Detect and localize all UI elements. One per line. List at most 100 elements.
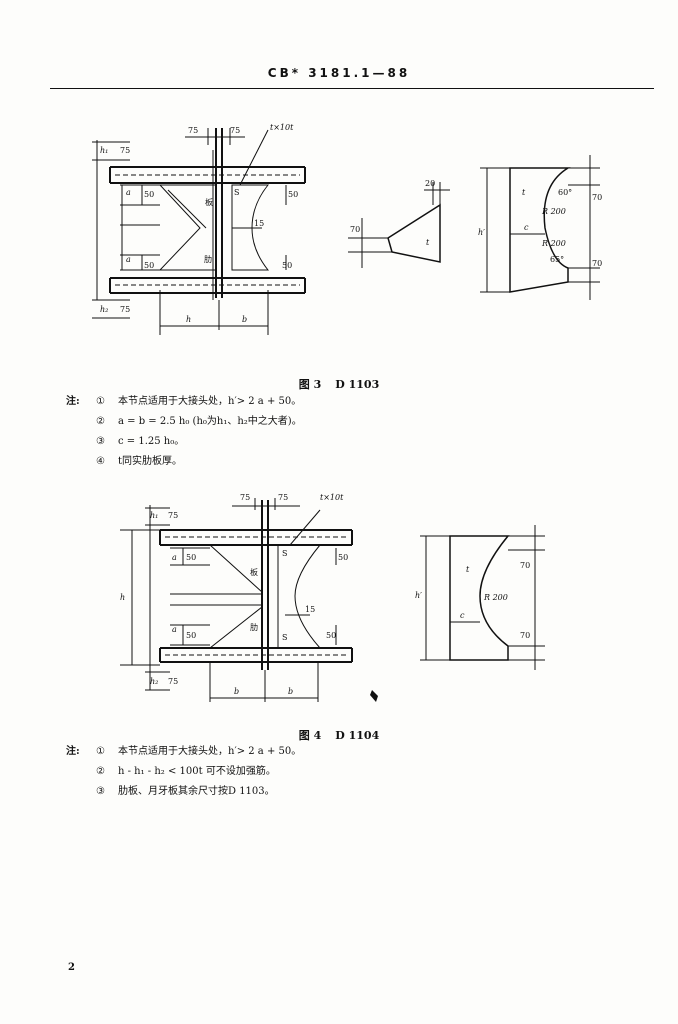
- triangle-detail: 20 70 t: [348, 179, 450, 268]
- note-row: ③ 肋板、月牙板其余尺寸按D 1103。: [66, 782, 301, 802]
- page-number: 2: [68, 962, 75, 973]
- h1-label: h₁: [100, 146, 108, 155]
- dim-75-top: 75: [120, 146, 130, 155]
- dim-70-bottom: 70: [520, 631, 530, 640]
- crescent-plate: [277, 544, 322, 649]
- b-left-label: b: [234, 687, 239, 696]
- a-top-label: a: [126, 188, 131, 197]
- bottom-flange: [109, 277, 306, 294]
- c-label: c: [460, 611, 465, 620]
- plate-size-label: t×10t: [270, 123, 294, 132]
- ink-blot: [370, 690, 378, 702]
- dim-50-top-right: 50: [288, 190, 298, 199]
- note-mark: ③: [96, 436, 105, 447]
- lei-label: 肋: [204, 254, 212, 264]
- dim-75-right: 75: [278, 493, 288, 502]
- h-label: h: [186, 315, 191, 324]
- plate-size-label: t×10t: [320, 493, 344, 502]
- dim-75-right: 75: [230, 126, 240, 135]
- notes-lead: 注:: [66, 746, 80, 757]
- figure-4-caption: 图 4 D 1104: [0, 727, 678, 743]
- left-bracket-top: [208, 544, 263, 594]
- note-mark: ②: [96, 416, 105, 427]
- b-right-label: b: [288, 687, 293, 696]
- note-text: c = 1.25 h₀。: [118, 436, 185, 447]
- note-row: ② a = b = 2.5 h₀ (h₀为h₁、h₂中之大者)。: [66, 412, 302, 432]
- t-label: t: [466, 565, 470, 574]
- top-flange: [109, 166, 306, 184]
- figure-4-code: D 1104: [335, 729, 380, 742]
- h1-label: h₁: [150, 511, 158, 520]
- figure-4-label: 图 4: [298, 729, 322, 742]
- dim-50-bottom-right: 50: [326, 631, 336, 640]
- note-mark: ①: [96, 396, 105, 407]
- r200-label: R 200: [483, 593, 508, 602]
- left-bracket-bottom: [208, 605, 263, 649]
- dim-50-bottom-right: 50: [282, 261, 292, 270]
- note-text: t同实肋板厚。: [118, 456, 183, 467]
- dim-20: 20: [425, 179, 435, 188]
- note-row: 注: ① 本节点适用于大接头处，h′> 2 a + 50。: [66, 392, 302, 412]
- figure-3-notes: 注: ① 本节点适用于大接头处，h′> 2 a + 50。 ② a = b = …: [66, 392, 302, 472]
- dim-50-top-left: 50: [186, 553, 196, 562]
- note-row: ③ c = 1.25 h₀。: [66, 432, 302, 452]
- dim-70-top: 70: [592, 193, 602, 202]
- s-top-label: S: [234, 188, 239, 197]
- left-bracket: [158, 184, 217, 271]
- dim-75-left: 75: [240, 493, 250, 502]
- web: [215, 128, 223, 298]
- dim-50-top-left: 50: [144, 190, 154, 199]
- b-label: b: [242, 315, 247, 324]
- figure-3-code: D 1103: [335, 378, 380, 391]
- ban-label: 板: [205, 197, 213, 207]
- t-label: t: [426, 238, 430, 247]
- ban-label: 板: [250, 567, 258, 577]
- h2-label: h₂: [100, 305, 108, 314]
- figure-4-drawing: 75 75 t×10t h₁ 75 a 50 板 S 50 h 15 a 50 …: [120, 493, 545, 702]
- angle-60: 60°: [558, 188, 572, 197]
- h2-label: h₂: [150, 677, 158, 686]
- web: [261, 500, 269, 670]
- dim-50-bottom-left: 50: [144, 261, 154, 270]
- dim-75-left: 75: [188, 126, 198, 135]
- h-prime-label: h′: [478, 228, 485, 237]
- lei-label: 肋: [250, 622, 258, 632]
- crescent-detail: h′ t 70 R 200 c 70: [415, 525, 545, 670]
- a-bottom-label: a: [172, 625, 177, 634]
- notes-lead: 注:: [66, 396, 80, 407]
- crescent-detail: h′ t 60° 70 R 200 c R 200 65° 70: [478, 155, 602, 300]
- figure-4-notes: 注: ① 本节点适用于大接头处，h′> 2 a + 50。 ② h - h₁ -…: [66, 742, 301, 802]
- c-label: c: [524, 223, 529, 232]
- dim-70-top: 70: [520, 561, 530, 570]
- dim-50-top-right: 50: [338, 553, 348, 562]
- note-mark: ②: [96, 766, 105, 777]
- note-row: ② h - h₁ - h₂ < 100t 可不设加强筋。: [66, 762, 301, 782]
- r200-top: R 200: [541, 207, 566, 216]
- h-label: h: [120, 593, 125, 602]
- note-text: h - h₁ - h₂ < 100t 可不设加强筋。: [118, 766, 276, 777]
- note-row: ④ t同实肋板厚。: [66, 452, 302, 472]
- h-prime-label: h′: [415, 591, 422, 600]
- note-mark: ③: [96, 786, 105, 797]
- angle-65: 65°: [550, 255, 564, 264]
- dim-75-top: 75: [168, 511, 178, 520]
- a-bottom-label: a: [126, 255, 131, 264]
- dim-70: 70: [350, 225, 360, 234]
- dim-15: 15: [305, 605, 315, 614]
- page-header: CB* 3181.1—88: [267, 66, 411, 80]
- note-text: a = b = 2.5 h₀ (h₀为h₁、h₂中之大者)。: [118, 416, 302, 427]
- left-dimensions: [92, 140, 160, 319]
- figure-3-drawing: 75 75 t×10t h₁ 75 a 50 50 S 板 15 a 50 肋 …: [92, 123, 602, 335]
- note-text: 本节点适用于大接头处，h′> 2 a + 50。: [118, 396, 302, 407]
- s-top-label: S: [282, 549, 287, 558]
- note-mark: ①: [96, 746, 105, 757]
- note-mark: ④: [96, 456, 105, 467]
- r200-bottom: R 200: [541, 239, 566, 248]
- t-label-right: t: [522, 188, 526, 197]
- s-bottom-label: S: [282, 633, 287, 642]
- dim-15: 15: [254, 219, 264, 228]
- a-top-label: a: [172, 553, 177, 562]
- dim-50-bottom-left: 50: [186, 631, 196, 640]
- dim-70-bottom: 70: [592, 259, 602, 268]
